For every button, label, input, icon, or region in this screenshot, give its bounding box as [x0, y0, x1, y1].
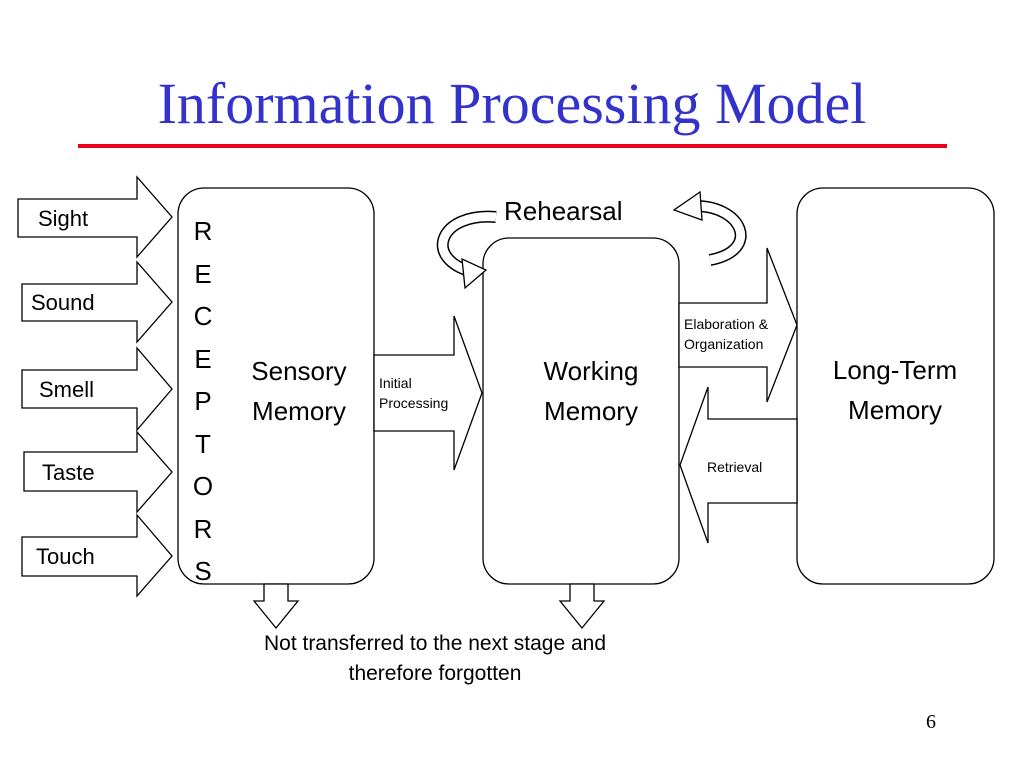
working-memory-line1: Working: [543, 356, 639, 386]
sensory-forgotten-arrow: [252, 583, 300, 630]
taste-arrow: [23, 430, 173, 514]
forgotten-note-line2: therefore forgotten: [348, 662, 522, 685]
working-memory-label: Working Memory: [513, 351, 669, 431]
retrieval-label: Retrieval: [707, 459, 763, 475]
receptors-letter: E: [194, 258, 212, 289]
receptors-label: R E C E P T O R S: [188, 210, 218, 593]
sensory-memory-label: Sensory Memory: [226, 351, 372, 431]
receptors-letter: C: [193, 301, 213, 331]
elaboration-line1: Elaboration &: [684, 316, 769, 332]
slide-title: Information Processing Model: [157, 71, 867, 136]
initial-processing-label: Initial Processing: [379, 373, 448, 413]
rehearsal-loop-arrows: [436, 190, 747, 290]
initial-processing-arrow: [373, 315, 483, 471]
elaboration-line2: Organization: [684, 336, 764, 352]
long-term-memory-line1: Long-Term: [832, 355, 958, 385]
receptors-letter: S: [194, 556, 212, 586]
forgotten-note: Not transferred to the next stage and th…: [205, 629, 665, 689]
receptors-letter: R: [193, 216, 213, 246]
forgotten-note-line1: Not transferred to the next stage and: [263, 632, 607, 655]
long-term-memory-box: [796, 187, 995, 585]
sense-label-taste: Taste: [42, 460, 95, 485]
elaboration-arrow: [678, 247, 798, 403]
working-forgotten-arrow: [558, 583, 606, 630]
title-underline: [78, 144, 947, 148]
sense-label-sight: Sight: [38, 206, 89, 231]
long-term-memory-line2: Memory: [848, 395, 942, 425]
initial-processing-line1: Initial: [379, 375, 412, 391]
sense-label-touch: Touch: [36, 544, 95, 569]
rehearsal-label: Rehearsal: [504, 196, 623, 226]
working-memory-line2: Memory: [544, 396, 638, 426]
receptors-letter: R: [193, 513, 213, 544]
elaboration-label: Elaboration & Organization: [684, 314, 768, 354]
long-term-memory-label: Long-Term Memory: [805, 350, 985, 430]
sensory-memory-line1: Sensory: [251, 356, 347, 386]
receptors-letter: O: [192, 471, 214, 501]
initial-processing-line2: Processing: [379, 395, 449, 411]
touch-arrow: [21, 513, 173, 598]
retrieval-arrow: [679, 386, 798, 544]
sound-arrow: [21, 260, 173, 344]
sense-label-smell: Smell: [39, 377, 95, 402]
receptors-letter: E: [194, 343, 212, 374]
page-number: 6: [926, 711, 936, 733]
sensory-memory-line2: Memory: [252, 396, 346, 426]
receptors-letter: T: [195, 428, 211, 459]
sight-arrow: [17, 175, 173, 259]
sense-label-sound: Sound: [31, 290, 95, 315]
smell-arrow: [21, 346, 173, 432]
receptors-letter: P: [194, 386, 212, 416]
